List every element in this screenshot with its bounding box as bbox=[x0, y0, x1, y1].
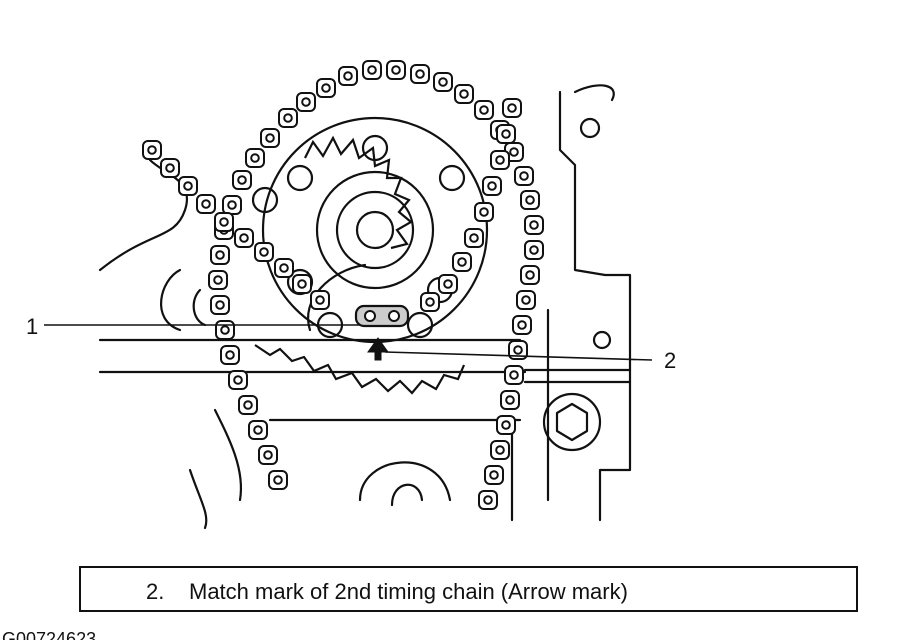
match-mark-link bbox=[354, 304, 410, 328]
leader-line-2 bbox=[384, 351, 653, 361]
timing-chain-diagram bbox=[44, 60, 653, 530]
callout-2: 2 bbox=[664, 348, 677, 373]
caption-number: 2. bbox=[146, 579, 165, 604]
caption-text: Match mark of 2nd timing chain (Arrow ma… bbox=[189, 579, 628, 604]
lower-sprocket-icon bbox=[254, 344, 466, 395]
figure-code: G00724623 bbox=[2, 630, 97, 640]
engine-housing bbox=[98, 84, 632, 530]
callout-1: 1 bbox=[26, 314, 39, 339]
caption-box: 2. Match mark of 2nd timing chain (Arrow… bbox=[79, 566, 858, 612]
timing-chain-icon bbox=[208, 60, 544, 510]
